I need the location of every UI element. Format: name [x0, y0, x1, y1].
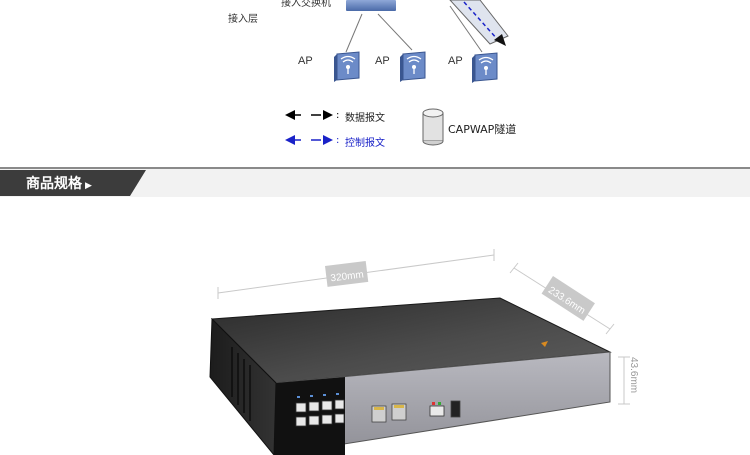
access-layer-label: 接入层	[228, 14, 258, 25]
legend-colon: :	[336, 110, 340, 121]
legend-colon: :	[336, 135, 340, 146]
ap-icon	[334, 51, 360, 82]
section-header-bar	[0, 167, 750, 197]
product-image: 320mm 233.6mm 43.6mm	[0, 197, 750, 455]
ap-label: AP	[448, 55, 463, 67]
dimension-height-label: 43.6mm	[628, 357, 639, 394]
ap-label: AP	[375, 55, 390, 67]
switch-icon	[346, 0, 396, 11]
ap-icon	[472, 52, 498, 83]
access-switch-label: 接入交换机	[281, 0, 331, 9]
tunnel-cylinder-icon	[422, 108, 444, 146]
ap-label: AP	[298, 55, 313, 67]
capwap-tunnel-graphic	[449, 0, 509, 46]
triangle-right-icon: ▶	[85, 181, 92, 191]
network-diagram: 接入交换机 接入层 AP AP AP : 数	[0, 0, 750, 165]
legend-data-packet: 数据报文	[345, 113, 385, 124]
legend-control-packet: 控制报文	[345, 138, 385, 149]
ap-icon	[400, 51, 426, 82]
data-arrow-icon	[285, 110, 333, 120]
legend-tunnel: CAPWAP隧道	[448, 123, 517, 136]
control-arrow-icon	[285, 135, 333, 145]
section-title: 商品规格▶	[26, 176, 92, 192]
